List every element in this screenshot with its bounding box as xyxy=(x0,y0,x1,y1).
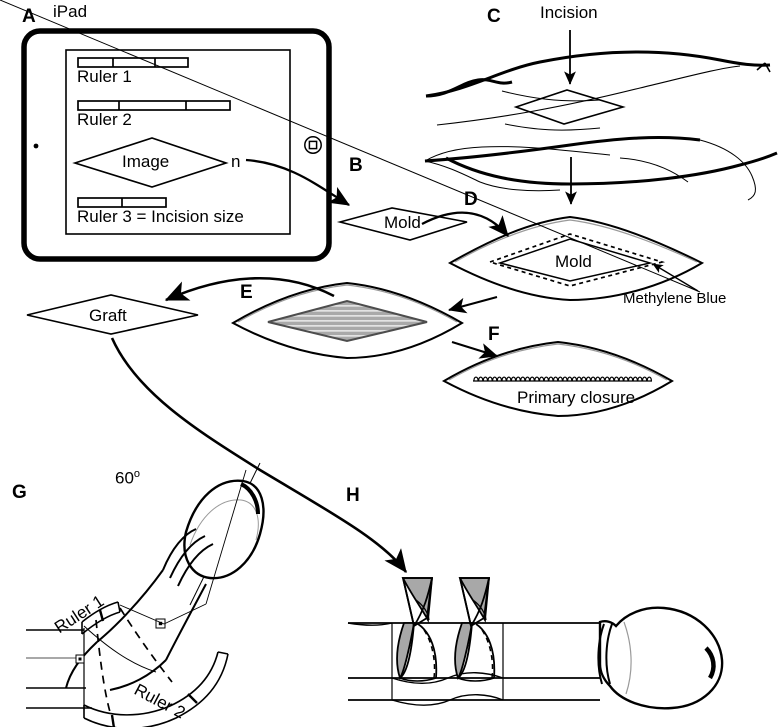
panel-f-primary-closure xyxy=(441,340,674,418)
angle-label: 60o xyxy=(115,468,140,489)
graft-wedge-floating-2 xyxy=(458,577,491,628)
g-ruler-1 xyxy=(81,601,121,635)
graft-shaded-diamond xyxy=(267,299,428,343)
mold-inner-diamond xyxy=(497,238,653,282)
ruler-1-bar xyxy=(77,57,189,68)
angle-value: 60 xyxy=(115,468,134,488)
degree-symbol: o xyxy=(133,468,141,480)
ruler-3-bar xyxy=(77,197,167,208)
ipad-label: iPad xyxy=(53,2,88,21)
mold-label: Mold xyxy=(384,213,421,232)
panel-e-donor xyxy=(164,276,498,360)
panel-letter-a: A xyxy=(22,6,36,27)
ruler-2-bar xyxy=(77,100,231,111)
panel-letter-d: D xyxy=(464,189,478,210)
graft-label: Graft xyxy=(89,306,127,325)
h-glans xyxy=(597,606,724,710)
incision-label: Incision xyxy=(540,3,598,22)
panel-letter-h: H xyxy=(346,485,360,506)
graft-wedge-floating-1 xyxy=(401,577,434,628)
ruler-1-label: Ruler 1 xyxy=(77,67,132,86)
suture-line xyxy=(473,376,652,382)
panel-letter-f: F xyxy=(488,324,500,345)
arrow-e-to-graft xyxy=(164,276,335,302)
methylene-blue-outline xyxy=(487,233,666,287)
arrow-b xyxy=(245,158,350,206)
panel-letter-c: C xyxy=(487,6,501,27)
arrow-d-to-e xyxy=(448,296,498,314)
ruler-3-label: Ruler 3 = Incision size xyxy=(77,207,244,226)
panel-g-curvature xyxy=(26,462,265,727)
image-label: Image xyxy=(122,152,170,171)
graft-wedge-inserted-2 xyxy=(454,622,496,682)
arrow-e-to-f xyxy=(451,341,498,359)
mold-diamond xyxy=(336,207,468,241)
panel-letter-g: G xyxy=(12,482,27,503)
methylene-blue-label: Methylene Blue xyxy=(623,290,727,307)
panel-c-anatomy xyxy=(424,30,778,205)
panel-h-result xyxy=(347,577,724,710)
home-button[interactable] xyxy=(304,136,322,154)
mold-inner-label: Mold xyxy=(555,252,592,271)
methylene-blue-pointer xyxy=(652,263,699,292)
camera-dot-icon xyxy=(33,143,39,149)
image-diamond-shape xyxy=(72,137,229,188)
primary-closure-label: Primary closure xyxy=(517,388,636,407)
arrow-graft-to-h xyxy=(110,337,408,574)
n-label: n xyxy=(231,152,241,171)
arrow-d xyxy=(421,211,509,237)
graft-wedge-inserted-1 xyxy=(396,622,438,682)
graft-diamond-shape xyxy=(26,294,199,335)
glans xyxy=(183,479,265,580)
ruler-2-label: Ruler 2 xyxy=(77,110,132,129)
panel-letter-b: B xyxy=(349,155,363,176)
panel-d-mold-on-tissue xyxy=(0,0,705,314)
panel-a-ipad xyxy=(21,28,332,262)
panel-letter-e: E xyxy=(240,282,253,303)
incision-diamond xyxy=(513,89,626,125)
